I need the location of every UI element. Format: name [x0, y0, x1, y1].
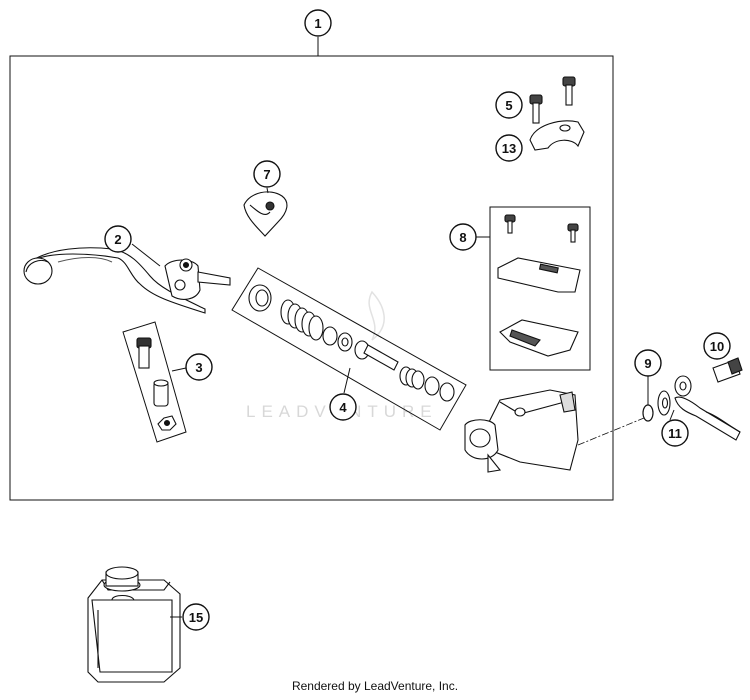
callout-8[interactable]: 7: [253, 160, 281, 188]
callout-3[interactable]: 3: [185, 353, 213, 381]
fluid-bottle: [87, 566, 181, 683]
callout-2[interactable]: 2: [104, 225, 132, 253]
callout-7[interactable]: 5: [495, 91, 523, 119]
svg-text:3: 3: [195, 360, 202, 375]
piston-kit-frame: [231, 267, 467, 431]
pivot-kit-frame: [122, 321, 187, 443]
callout-4[interactable]: 4: [329, 393, 357, 421]
callout-15[interactable]: 15: [182, 603, 210, 631]
svg-text:7: 7: [263, 167, 270, 182]
svg-text:10: 10: [710, 339, 724, 354]
clutch-lever: [23, 247, 231, 314]
assembly-frame: [9, 55, 614, 501]
o-ring: [642, 375, 654, 422]
callout-9[interactable]: 9: [634, 349, 662, 377]
clamp-bolts: [529, 76, 576, 124]
footer-credit: Rendered by LeadVenture, Inc.: [291, 679, 459, 693]
svg-text:11: 11: [668, 426, 682, 441]
svg-text:1: 1: [314, 16, 321, 31]
callout-5[interactable]: 8: [449, 223, 477, 251]
callout-1[interactable]: 1: [304, 9, 332, 37]
svg-text:13: 13: [502, 141, 516, 156]
svg-text:15: 15: [189, 610, 203, 625]
svg-text:8: 8: [459, 230, 466, 245]
cover-kit: [497, 214, 581, 357]
bleed-screw: [712, 357, 743, 383]
hose-assembly: [657, 375, 741, 441]
lever-boot: [243, 191, 288, 237]
svg-text:5: 5: [505, 98, 512, 113]
svg-text:9: 9: [644, 356, 651, 371]
callout-13[interactable]: 13: [495, 134, 523, 162]
svg-text:4: 4: [339, 400, 347, 415]
piston-kit: [248, 284, 455, 402]
pivot-bolt: [136, 337, 177, 431]
callout-11[interactable]: 11: [661, 419, 689, 447]
callout-10[interactable]: 10: [703, 332, 731, 360]
cover-kit-frame: [489, 206, 591, 371]
handlebar-clamp: [529, 120, 585, 151]
svg-text:2: 2: [114, 232, 121, 247]
master-cylinder-body: [464, 389, 579, 473]
